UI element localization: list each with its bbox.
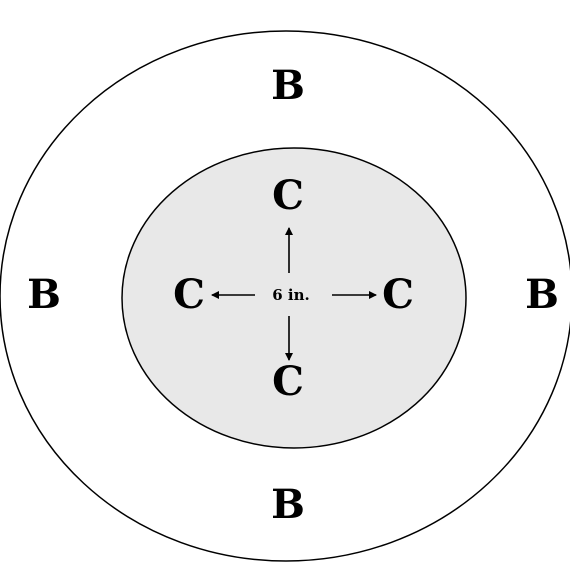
- inner-label-right: C: [382, 271, 414, 318]
- outer-label-bottom: B: [271, 481, 305, 528]
- inner-ellipse: [121, 147, 467, 449]
- inner-label-left: C: [173, 271, 205, 318]
- outer-label-left: B: [27, 271, 61, 318]
- center-measurement: 6 in.: [272, 286, 310, 304]
- inner-label-bottom: C: [272, 358, 304, 405]
- outer-label-right: B: [525, 271, 559, 318]
- outer-label-top: B: [271, 62, 305, 109]
- inner-label-top: C: [272, 172, 304, 219]
